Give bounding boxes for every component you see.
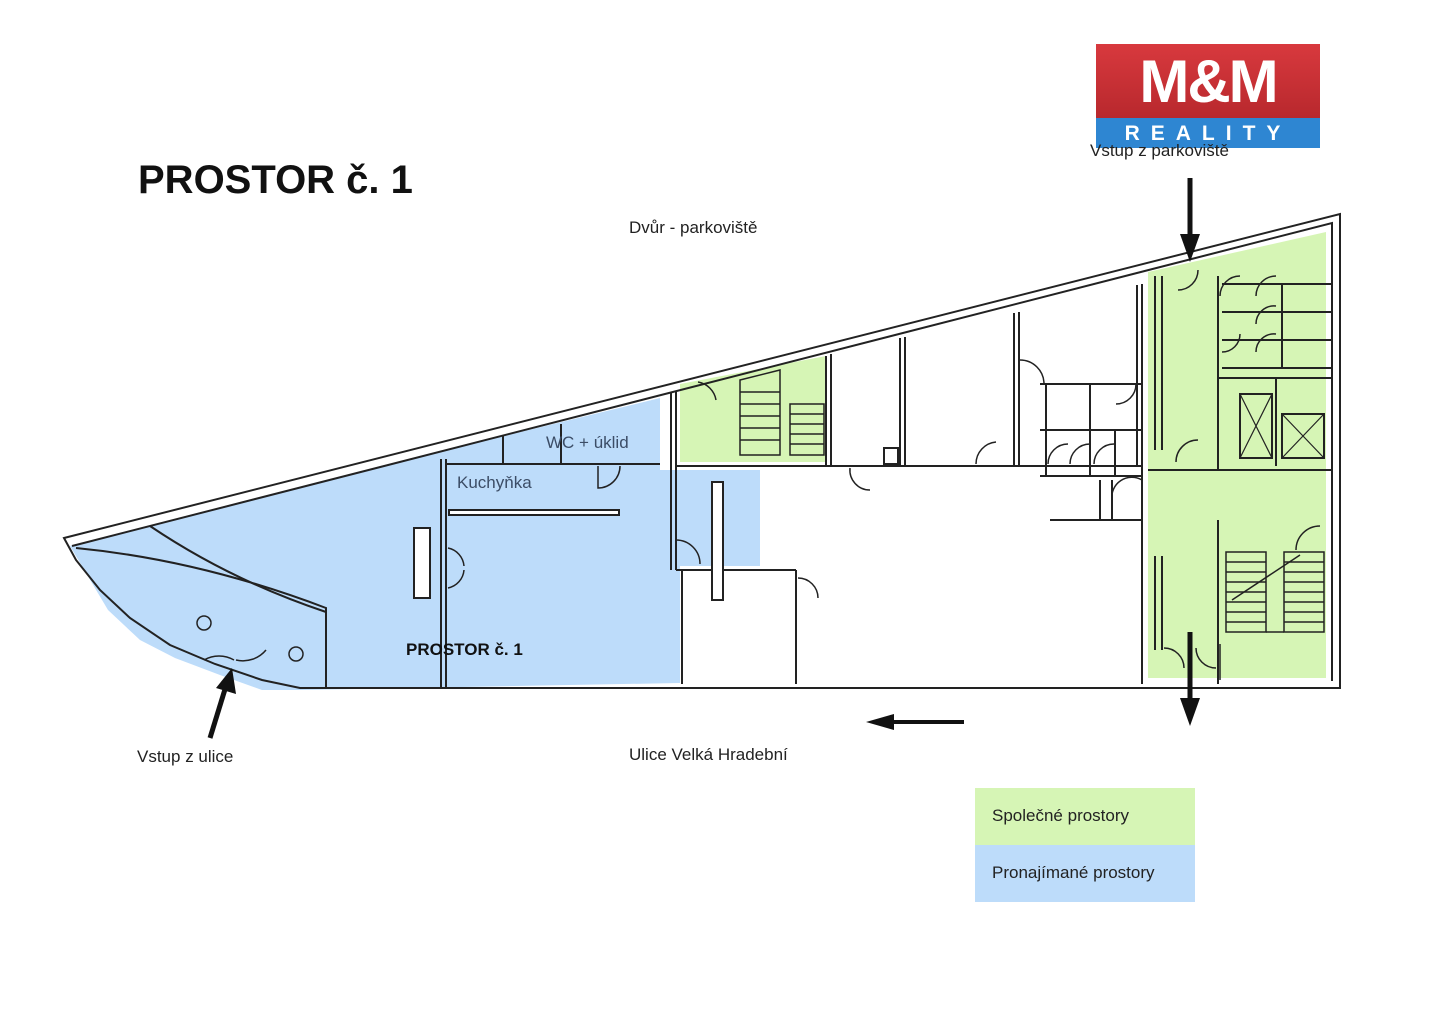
column-marks: [196, 615, 304, 662]
legend-rented: Pronajímané prostory: [975, 845, 1195, 902]
street-label: Ulice Velká Hradební: [629, 745, 788, 764]
legend-rented-label: Pronajímané prostory: [992, 863, 1155, 882]
staircase-icon: [739, 369, 825, 456]
partition-bar: [413, 447, 899, 601]
outer-walls: [62, 212, 1341, 689]
logo-top: M&M: [1096, 44, 1320, 118]
logo-bottom-text: REALITY: [1124, 122, 1292, 145]
wc-label: WC + úklid: [546, 433, 629, 452]
entry-parking-label: Vstup z parkoviště: [1090, 141, 1229, 160]
arrow-up-icon: [207, 668, 236, 739]
arrow-left-icon: [866, 714, 964, 730]
entry-street-label: Vstup z ulice: [137, 747, 234, 766]
legend-common-label: Společné prostory: [992, 806, 1130, 825]
brand-logo: M&M REALITY: [1096, 44, 1320, 148]
logo-bottom: REALITY: [1096, 118, 1320, 148]
page-title: PROSTOR č. 1: [138, 158, 413, 202]
elevator-icon: [1239, 393, 1325, 459]
staircase-icon: [1225, 551, 1325, 633]
courtyard-label: Dvůr - parkoviště: [629, 218, 758, 237]
space-label: PROSTOR č. 1: [406, 640, 523, 659]
door-swing-icon: [203, 269, 1321, 680]
arrow-down-icon: [1180, 178, 1200, 262]
interior-walls: [440, 276, 1332, 688]
kitchen-label: Kuchyňka: [457, 473, 532, 492]
legend-common: Společné prostory: [975, 788, 1195, 845]
arrow-down-icon: [1180, 632, 1200, 726]
logo-top-text: M&M: [1139, 48, 1278, 115]
